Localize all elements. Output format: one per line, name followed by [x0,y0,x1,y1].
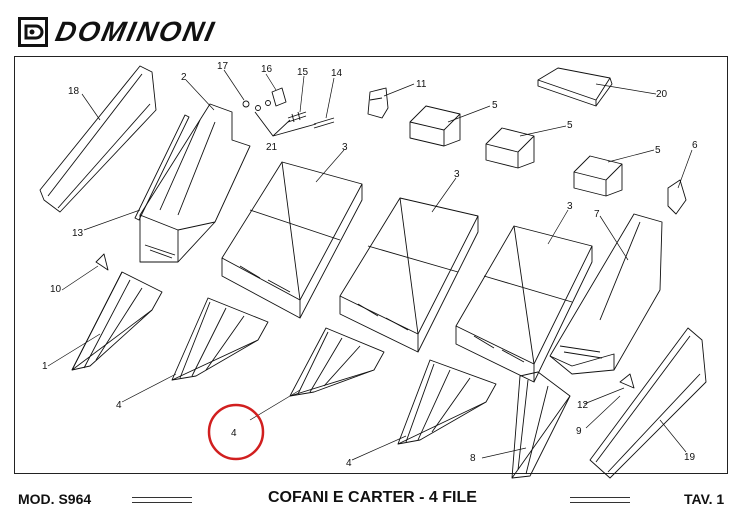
part-5-guard-b [485,127,535,169]
callout-10: 10 [50,284,62,295]
part-12-clip [619,373,635,389]
part-11-bracket [367,87,389,119]
part-3-hopper-b [339,197,479,353]
callout-6: 6 [692,140,698,151]
part-18-side-cover [39,65,157,213]
callout-3-a: 3 [342,142,348,153]
callout-4-c: 4 [346,458,352,469]
part-8-funnel [511,371,571,479]
part-19-side-cover [589,327,707,479]
part-4-cone-b [289,327,385,397]
callout-8: 8 [470,453,476,464]
dominoni-logo-icon [18,17,48,47]
callout-16: 16 [261,64,273,75]
part-1-cone [71,271,163,371]
header: DOMINONI [18,12,219,52]
callout-2: 2 [181,72,187,83]
highlight-circle [207,403,265,461]
model-code: MOD. S964 [18,491,92,507]
part-7-frame [549,213,663,375]
callout-1: 1 [42,361,48,372]
callout-5-a: 5 [492,100,498,111]
callout-11: 11 [416,79,427,90]
part-4-cone-a [171,297,269,381]
part-4-cone-c [397,359,497,445]
callout-19: 19 [684,452,696,463]
footer: MOD. S964 COFANI E CARTER - 4 FILE TAV. … [0,484,742,514]
callout-18: 18 [68,86,80,97]
part-5-guard-c [573,155,623,197]
callout-12: 12 [577,400,589,411]
callout-3-b: 3 [454,169,460,180]
part-13-rod [134,114,190,221]
callout-5-c: 5 [655,145,661,156]
footer-rule-right [570,497,630,503]
sheet-title: COFANI E CARTER - 4 FILE [268,489,477,506]
diagram-frame [14,56,728,474]
part-20-cover [537,67,613,107]
footer-rule-left [132,497,192,503]
callout-4-b: 4 [231,428,237,439]
callout-9: 9 [576,426,582,437]
callout-17: 17 [217,61,229,72]
hardware-group [242,87,335,137]
callout-14: 14 [331,68,343,79]
part-3-hopper-a [221,161,363,319]
callout-3-c: 3 [567,201,573,212]
callout-4-a: 4 [116,400,122,411]
part-10-clip [95,253,109,271]
table-number: TAV. 1 [684,491,725,507]
callout-20: 20 [656,89,668,100]
part-2-frame [139,103,251,263]
callout-13: 13 [72,228,84,239]
callout-5-b: 5 [567,120,573,131]
part-6-bracket [667,179,687,215]
callout-21: 21 [266,142,278,153]
part-3-hopper-c [455,225,593,383]
leader-lines [47,69,693,461]
part-5-guard-a [409,105,461,147]
callout-7: 7 [594,209,600,220]
callout-15: 15 [297,67,309,78]
